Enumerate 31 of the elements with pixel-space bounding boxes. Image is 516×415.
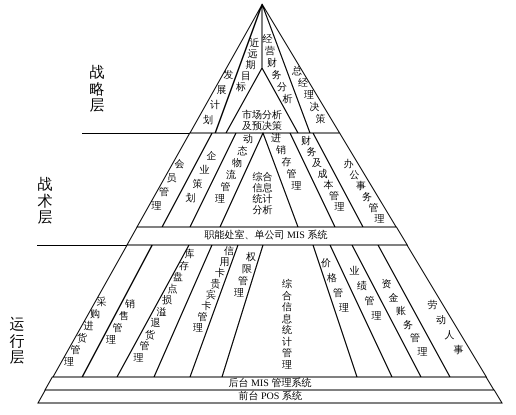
segment-label: 采购进货管理 [64,297,107,369]
segment-label: 信用卡贵宾卡管理 [192,246,234,335]
band-label: 职能处室、单公司 MIS 系统 [204,230,328,242]
band-label: 后台 MIS 管理系统 [228,378,312,390]
segment-label: 综合信息统计分析 [252,172,273,216]
segment-label: 劳动人事 [427,300,464,357]
segment-label: 会员管理 [151,159,184,213]
pyramid-segment [262,4,340,133]
segment-label: 综合信息统计管理 [282,279,292,371]
segment-label: 资金账务管理 [381,279,428,358]
segment-label: 总经理决策 [292,66,326,126]
segment-label: 发展计划 [202,70,234,127]
segment-label: 市场分析及预决策 [242,110,282,132]
pyramid-segment [190,4,262,133]
layer-label: 战略层 [90,65,104,114]
segment-label: 价格管理 [321,258,350,315]
layer-label: 战术层 [38,177,52,226]
segment-label: 财务及成本管理 [301,136,344,214]
layer-label: 运行层 [10,317,24,366]
segment-label: 销售管理 [106,299,136,347]
segment-label: 经营财务分析 [262,34,293,106]
band-label: 前台 POS 系统 [238,390,302,402]
segment-label: 业绩管理 [349,266,382,323]
segment-label: 进销存管理 [271,133,302,192]
segment-label: 办公事务管理 [343,159,385,226]
system-band [38,390,502,403]
segment-label: 动态物流管理 [214,134,254,205]
segment-label: 近远期目标 [236,38,260,94]
system-band [45,377,494,390]
system-band [126,227,407,245]
segment-label: 权限管理 [234,252,256,300]
